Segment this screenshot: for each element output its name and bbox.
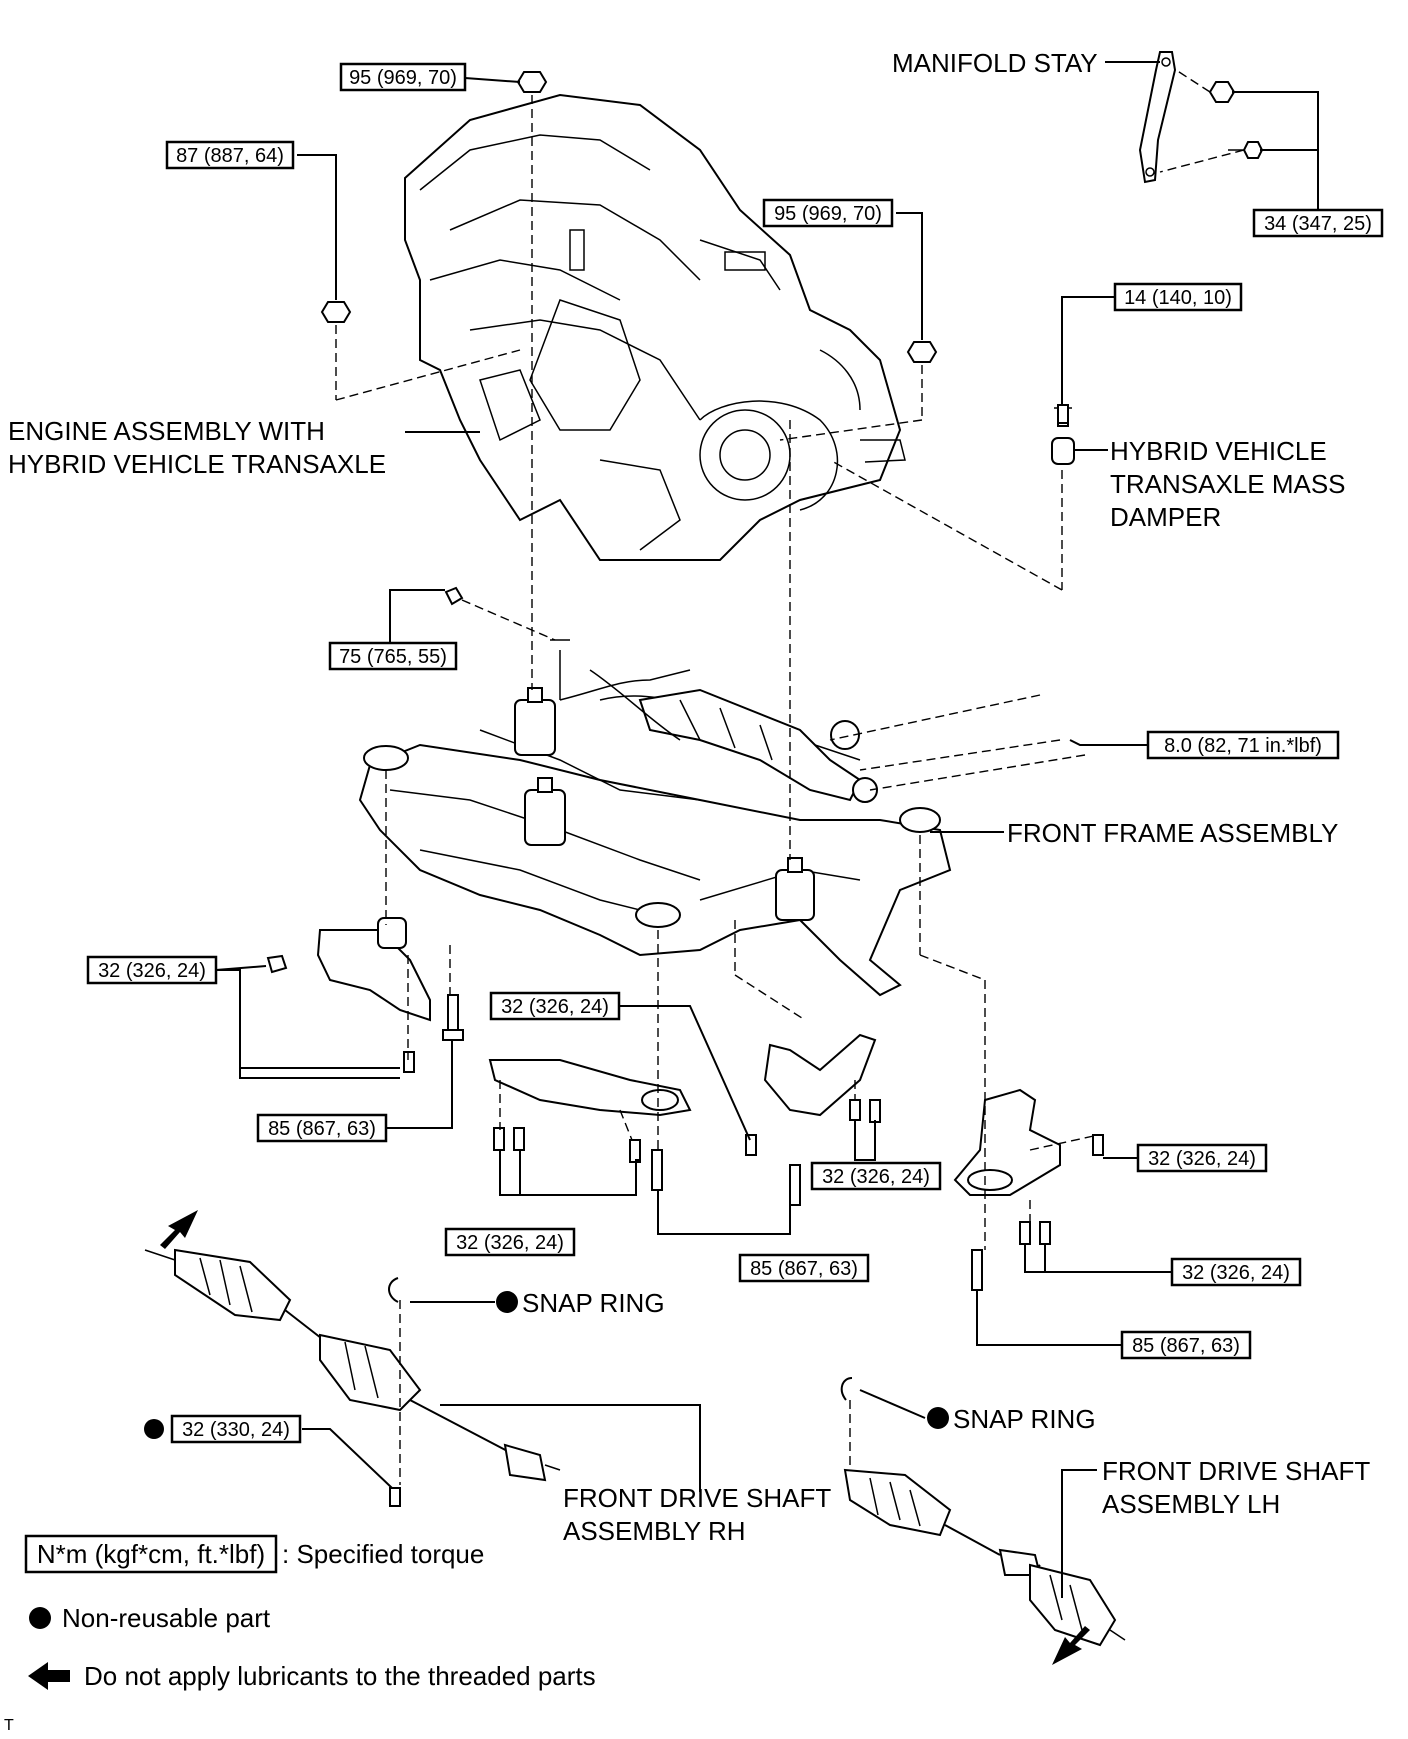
non-reusable-dot-icon (927, 1407, 949, 1429)
torque-spec-87: 87 (887, 64) (165, 140, 295, 170)
no-lube-arrow-rh-icon (160, 1210, 198, 1249)
torque-text: 85 (867, 63) (268, 1118, 376, 1140)
label-shaft-rh-line2: ASSEMBLY RH (563, 1516, 746, 1546)
alignment-dashes (335, 69, 1245, 1485)
torque-spec-85-a: 85 (867, 63) (256, 1113, 388, 1143)
manifold-stay-drawing (1138, 51, 1264, 184)
legend-unit-box (24, 1534, 278, 1574)
torque-spec-85-c: 85 (867, 63) (1120, 1330, 1252, 1360)
label-snap-ring-rh: SNAP RING (522, 1288, 665, 1318)
torque-text: 34 (347, 25) (1264, 213, 1372, 235)
torque-text: 32 (326, 24) (1148, 1148, 1256, 1170)
torque-text: 87 (887, 64) (176, 145, 284, 167)
label-shaft-lh-line2: ASSEMBLY LH (1102, 1489, 1280, 1519)
label-manifold-stay: MANIFOLD STAY (892, 48, 1098, 78)
torque-text: 32 (326, 24) (98, 960, 206, 982)
corner-mark: T (4, 1717, 14, 1734)
legend: N*m (kgf*cm, ft.*lbf) : Specified torque… (24, 1534, 596, 1691)
label-snap-ring-lh: SNAP RING (953, 1404, 1096, 1434)
torque-spec-32-b: 32 (326, 24) (489, 991, 621, 1021)
engine-assembly-drawing (404, 93, 906, 561)
no-lube-arrow-lh-icon (1052, 1626, 1090, 1665)
torque-text: 32 (326, 24) (822, 1166, 930, 1188)
torque-text: 75 (765, 55) (339, 646, 447, 668)
leader-lines (215, 61, 1319, 1598)
torque-text: 85 (867, 63) (1132, 1335, 1240, 1357)
front-frame-drawing (358, 639, 952, 997)
legend-unit-desc: : Specified torque (282, 1539, 484, 1569)
torque-text: 14 (140, 10) (1124, 287, 1232, 309)
torque-text: 95 (969, 70) (349, 67, 457, 89)
drive-shaft-rh-drawing (144, 1248, 561, 1482)
torque-text: 32 (326, 24) (1182, 1262, 1290, 1284)
non-reusable-dot-icon (144, 1419, 164, 1439)
torque-spec-95-right: 95 (969, 70) (762, 198, 894, 228)
torque-text: 32 (326, 24) (501, 996, 609, 1018)
torque-spec-32-d: 32 (326, 24) (1136, 1143, 1268, 1173)
label-shaft-lh-line1: FRONT DRIVE SHAFT (1102, 1456, 1370, 1486)
torque-text: 8.0 (82, 71 in.*lbf) (1164, 735, 1322, 757)
legend-unit: N*m (kgf*cm, ft.*lbf) (37, 1539, 265, 1569)
drive-shaft-lh-drawing (843, 1468, 1126, 1647)
non-reusable-dot-icon (29, 1607, 51, 1629)
torque-spec-32-a: 32 (326, 24) (86, 955, 218, 985)
label-shaft-rh-line1: FRONT DRIVE SHAFT (563, 1483, 831, 1513)
label-engine-line1: ENGINE ASSEMBLY WITH (8, 416, 325, 446)
torque-text: 32 (330, 24) (182, 1419, 290, 1441)
label-damper-line3: DAMPER (1110, 502, 1221, 532)
label-damper-line2: TRANSAXLE MASS (1110, 469, 1346, 499)
torque-spec-32-330: 32 (330, 24) (144, 1414, 302, 1444)
torque-spec-85-b: 85 (867, 63) (738, 1253, 870, 1283)
left-arrow-icon (28, 1662, 70, 1690)
torque-spec-75: 75 (765, 55) (328, 641, 458, 671)
torque-spec-32-f: 32 (326, 24) (1170, 1257, 1302, 1287)
snap-ring-lh-drawing (840, 1377, 853, 1401)
label-engine-line2: HYBRID VEHICLE TRANSAXLE (8, 449, 386, 479)
torque-spec-95-top: 95 (969, 70) (339, 62, 467, 92)
torque-text: 32 (326, 24) (456, 1232, 564, 1254)
legend-non-reusable: Non-reusable part (62, 1603, 271, 1633)
legend-no-lube: Do not apply lubricants to the threaded … (84, 1661, 596, 1691)
torque-spec-14: 14 (140, 10) (1113, 282, 1243, 312)
torque-spec-32-c: 32 (326, 24) (810, 1161, 942, 1191)
label-front-frame: FRONT FRAME ASSEMBLY (1007, 818, 1338, 848)
torque-text: 85 (867, 63) (750, 1258, 858, 1280)
snap-ring-rh-drawing (388, 1277, 399, 1303)
torque-spec-8: 8.0 (82, 71 in.*lbf) (1146, 730, 1340, 760)
label-damper-line1: HYBRID VEHICLE (1110, 436, 1327, 466)
torque-spec-32-e: 32 (326, 24) (444, 1227, 576, 1257)
torque-text: 95 (969, 70) (774, 203, 882, 225)
non-reusable-dot-icon (496, 1291, 518, 1313)
bracket-drawings (316, 917, 1061, 1196)
fasteners (266, 71, 1104, 1507)
torque-spec-34: 34 (347, 25) (1252, 208, 1384, 238)
